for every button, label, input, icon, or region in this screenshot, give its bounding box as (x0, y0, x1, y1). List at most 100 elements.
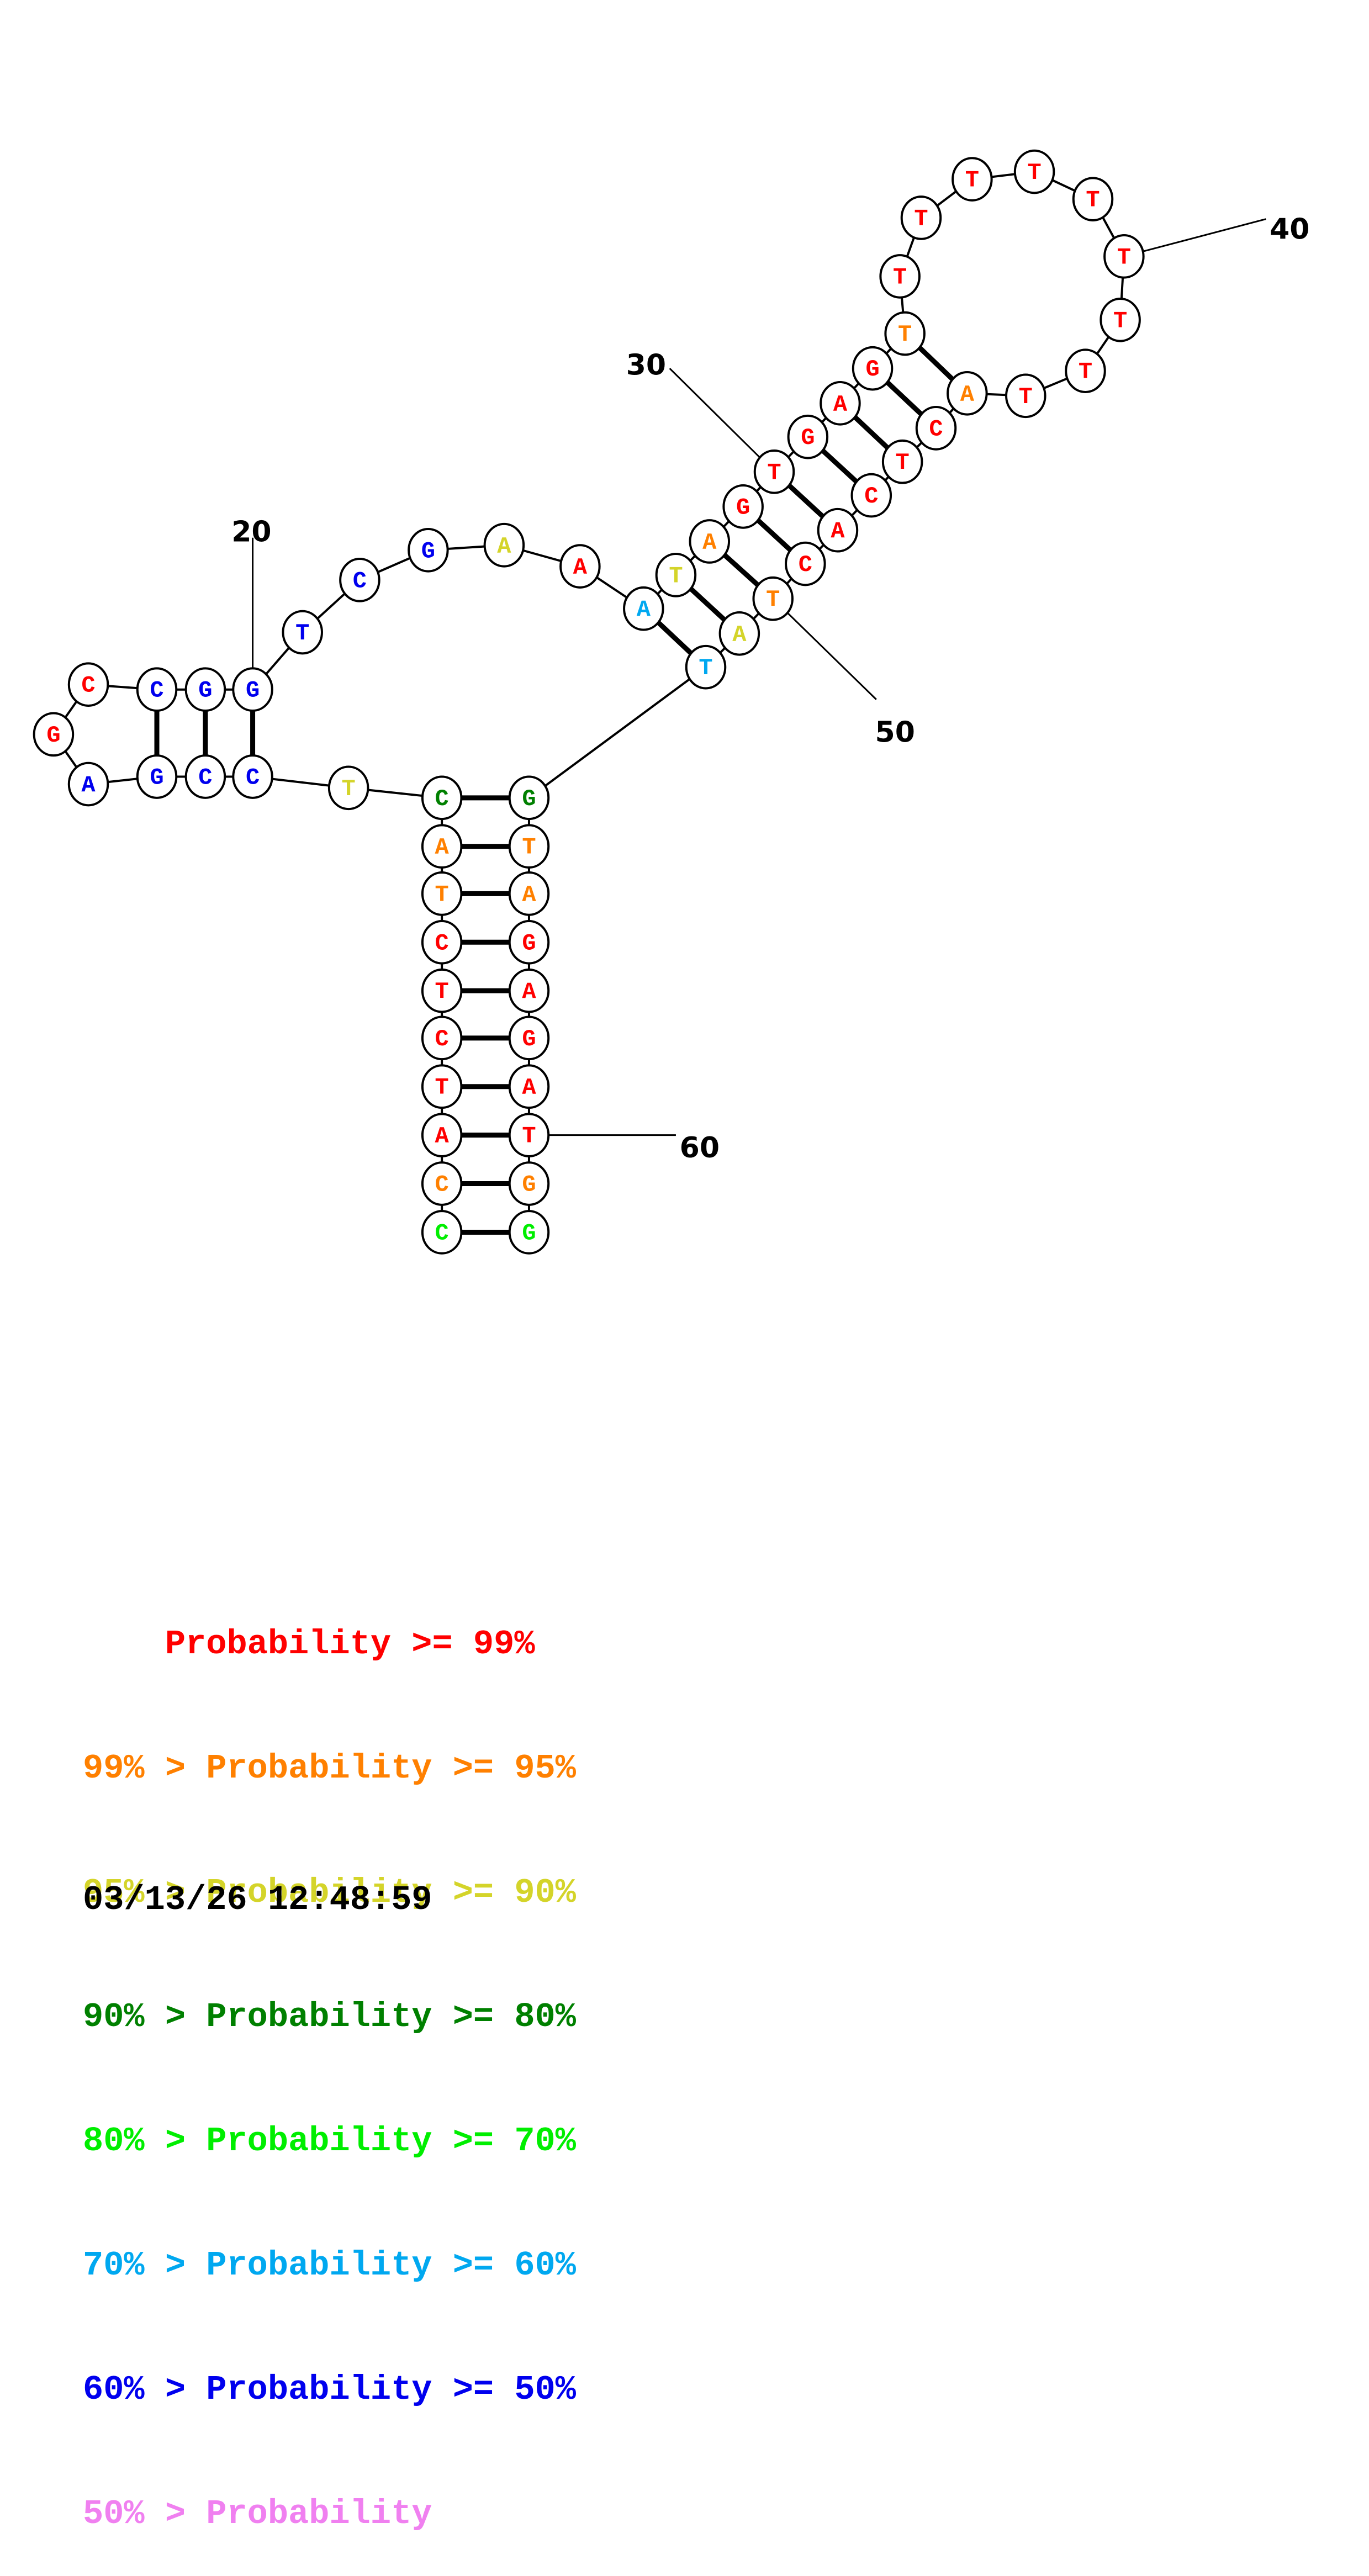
nucleotide-56: G (508, 919, 550, 965)
nucleotide-circle (421, 919, 463, 965)
nucleotide-60: T (508, 1113, 550, 1157)
nucleotide-1: C (421, 1210, 463, 1255)
nucleotide-27: T (655, 553, 697, 597)
nucleotide-letter: T (893, 264, 907, 290)
nucleotide-letter: A (81, 772, 96, 798)
nucleotide-30: T (753, 449, 795, 494)
nucleotide-46: T (881, 439, 923, 484)
nucleotide-letter: T (766, 586, 780, 613)
nucleotide-letter: A (497, 533, 511, 559)
nucleotide-41: T (1100, 297, 1141, 342)
nucleotide-23: G (408, 527, 449, 573)
nucleotide-48: A (817, 507, 859, 553)
nucleotide-11: T (327, 765, 369, 811)
base-pairs (154, 331, 969, 1235)
nucleotide-52: T (685, 644, 727, 690)
nucleotide-circle (67, 761, 109, 807)
nucleotide-25: A (559, 544, 601, 589)
nucleotide-36: T (900, 195, 942, 240)
nucleotide-circle (136, 667, 178, 712)
nucleotide-letter: C (929, 416, 943, 442)
nucleotide-19: G (184, 667, 226, 712)
nucleotide-letter: A (522, 978, 536, 1005)
nucleotide-circle (1005, 373, 1046, 419)
nucleotide-29: G (722, 484, 764, 529)
nucleotide-circle (483, 522, 525, 568)
nucleotide-letter: T (1019, 384, 1033, 410)
nucleotide-50: T (752, 576, 794, 621)
position-number-label: 40 (1270, 213, 1309, 246)
nucleotide-letter: G (246, 678, 260, 704)
nucleotide-circle (232, 667, 273, 712)
nucleotide-8: T (421, 871, 463, 916)
number-tick-line (772, 598, 877, 700)
nucleotide-circle (655, 553, 697, 597)
nucleotide-13: C (184, 754, 226, 799)
nucleotide-circle (421, 1064, 463, 1109)
nucleotide-letter: C (353, 568, 367, 594)
timestamp: 03/13/26 12:48:59 (83, 1880, 432, 1919)
nucleotide-43: T (1005, 373, 1046, 419)
nucleotide-circle (282, 610, 323, 655)
nucleotide-59: A (508, 1064, 550, 1109)
nucleotide-12: C (232, 754, 273, 799)
nucleotide-circle (722, 484, 764, 529)
nucleotide-33: G (852, 346, 894, 391)
nucleotide-28: A (689, 519, 731, 564)
nucleotide-letter: C (435, 1026, 449, 1052)
nucleotide-letter: G (522, 1220, 536, 1246)
nucleotide-letter: C (799, 552, 812, 578)
nucleotide-letter: C (435, 1172, 449, 1198)
nucleotide-14: G (136, 754, 178, 799)
nucleotide-letter: G (421, 538, 435, 564)
nucleotide-circle (136, 754, 178, 799)
nucleotide-letter: T (435, 1075, 449, 1101)
nucleotide-letter: A (435, 834, 450, 861)
nucleotide-circle (817, 507, 859, 553)
nucleotide-circle (421, 1015, 463, 1061)
nucleotide-circle (1103, 234, 1145, 279)
nucleotide-letter: C (435, 786, 449, 812)
nucleotide-letter: G (522, 1172, 536, 1198)
nucleotide-circle (232, 754, 273, 799)
nucleotide-letter: C (435, 1220, 449, 1246)
nucleotide-circle (508, 968, 550, 1013)
nucleotide-letter: A (522, 1075, 536, 1101)
legend-row-80: 90% > Probability >= 80% (83, 1997, 576, 2037)
nucleotide-circle (752, 576, 794, 621)
nucleotide-circle (1013, 149, 1055, 194)
nucleotide-letter: T (767, 459, 781, 486)
nucleotide-circle (421, 775, 463, 821)
nucleotide-57: A (508, 968, 550, 1013)
nucleotide-letter: T (1117, 244, 1131, 271)
nucleotide-letter: C (435, 930, 449, 956)
nucleotide-circle (753, 449, 795, 494)
nucleotide-5: C (421, 1015, 463, 1061)
legend-row-60: 70% > Probability >= 60% (83, 2246, 576, 2285)
nucleotide-20: G (232, 667, 273, 712)
backbone-segment (528, 666, 707, 799)
nucleotide-letter: A (833, 391, 848, 417)
nucleotide-circle (900, 195, 942, 240)
nucleotide-letter: G (865, 356, 879, 383)
nucleotide-4: T (421, 1064, 463, 1109)
position-number-label: 50 (875, 716, 915, 749)
legend-row-50: 60% > Probability >= 50% (83, 2370, 576, 2409)
nucleotide-53: G (508, 775, 550, 821)
nucleotide-51: A (718, 611, 760, 656)
nucleotide-letter: T (914, 205, 928, 232)
nucleotide-letter: C (864, 483, 878, 510)
nucleotide-circle (623, 586, 664, 631)
nucleotide-letter: A (960, 381, 975, 408)
nucleotide-letter: T (435, 881, 449, 908)
nucleotide-38: T (1013, 149, 1055, 194)
nucleotide-42: T (1065, 348, 1106, 394)
position-number-label: 60 (680, 1131, 720, 1165)
nucleotide-circle (508, 1113, 550, 1157)
legend-row-95: 99% > Probability >= 95% (83, 1749, 576, 1788)
nucleotide-letter: G (801, 425, 815, 451)
nucleotide-circle (879, 254, 921, 299)
nucleotide-26: A (623, 586, 664, 631)
